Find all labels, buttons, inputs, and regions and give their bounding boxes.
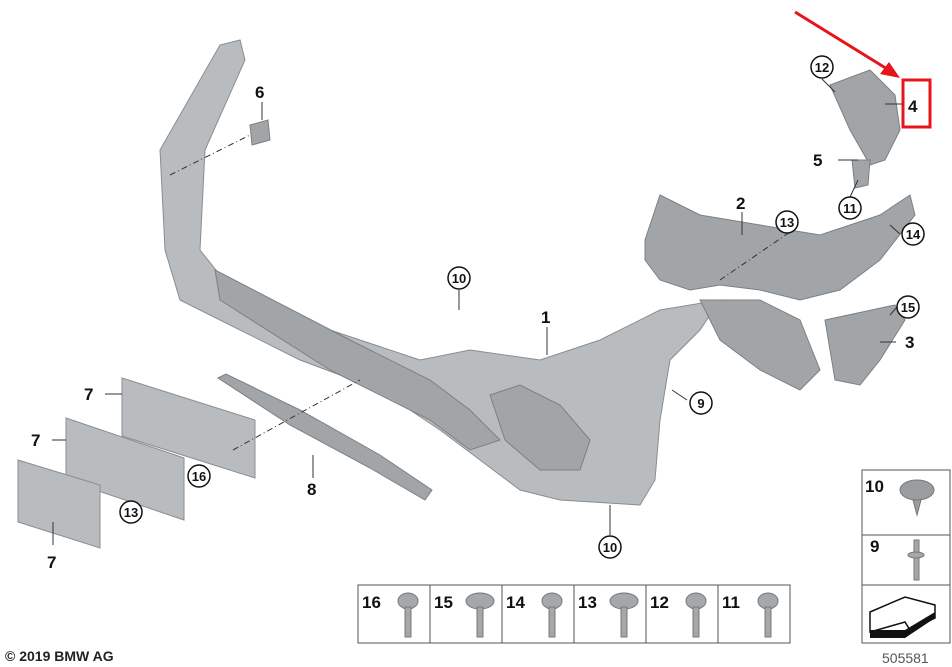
- hardware-table: 16 15 14 13 12 11 10 9: [357, 469, 951, 644]
- label-part-6: 6: [255, 83, 264, 102]
- self-tapping-screw-icon: [757, 592, 779, 638]
- svg-text:15: 15: [901, 300, 915, 315]
- plastic-rivet-icon: [899, 479, 935, 517]
- hardware-label-13: 13: [578, 593, 597, 612]
- torx-screw-icon: [685, 592, 707, 638]
- hardware-cell[interactable]: [645, 584, 719, 644]
- bumper-carrier[interactable]: [644, 194, 916, 301]
- spring-nut-icon: [609, 592, 639, 638]
- red-arrow-icon: [880, 62, 900, 78]
- label-part-7: 7: [31, 431, 40, 450]
- trim-strip[interactable]: [216, 373, 433, 501]
- svg-text:11: 11: [843, 201, 857, 216]
- svg-text:12: 12: [815, 60, 829, 75]
- hardware-cell[interactable]: [717, 584, 791, 644]
- hardware-label-16: 16: [362, 593, 381, 612]
- copyright: © 2019 BMW AG: [5, 648, 114, 664]
- callout-13: 13: [119, 500, 143, 524]
- screw-icon: [397, 592, 419, 638]
- svg-text:14: 14: [906, 227, 921, 242]
- label-part-5: 5: [813, 151, 822, 170]
- label-part-7: 7: [84, 385, 93, 404]
- label-part-3: 3: [905, 333, 914, 352]
- hardware-label-9: 9: [870, 537, 879, 556]
- hardware-cell[interactable]: [429, 584, 503, 644]
- direction-arrow-icon: [869, 596, 936, 638]
- clip-nut-icon: [465, 592, 495, 638]
- svg-text:10: 10: [452, 271, 466, 286]
- hex-bolt-icon: [541, 592, 563, 638]
- callout-10: 10: [598, 535, 622, 559]
- license-plate-base-1[interactable]: [121, 377, 256, 479]
- diagram-number: 505581: [882, 650, 929, 666]
- hardware-label-15: 15: [434, 593, 453, 612]
- svg-text:13: 13: [780, 215, 794, 230]
- callout-14: 14: [901, 222, 925, 246]
- svg-text:13: 13: [124, 505, 138, 520]
- label-part-7: 7: [47, 553, 56, 572]
- air-duct-grille[interactable]: [829, 69, 901, 166]
- callout-15: 15: [896, 295, 920, 319]
- license-plate-base-2[interactable]: [65, 417, 185, 521]
- hardware-label-10: 10: [865, 477, 884, 496]
- license-plate-base-3[interactable]: [17, 459, 101, 549]
- hardware-label-11: 11: [722, 593, 740, 612]
- callout-16: 16: [187, 464, 211, 488]
- label-part-8: 8: [307, 480, 316, 499]
- callout-12: 12: [810, 55, 834, 79]
- hardware-label-12: 12: [650, 593, 669, 612]
- hardware-cell[interactable]: [357, 584, 431, 644]
- label-part-4: 4: [908, 97, 918, 116]
- svg-text:10: 10: [603, 540, 617, 555]
- expanding-rivet-icon: [907, 539, 925, 581]
- svg-text:9: 9: [697, 396, 704, 411]
- callout-13: 13: [775, 210, 799, 234]
- hardware-cell[interactable]: [501, 584, 575, 644]
- label-part-2: 2: [736, 194, 745, 213]
- hardware-label-14: 14: [506, 593, 525, 612]
- callout-11: 11: [838, 196, 862, 220]
- hardware-cell[interactable]: [573, 584, 647, 644]
- label-part-1: 1: [541, 308, 550, 327]
- callout-9: 9: [689, 391, 713, 415]
- callout-10: 10: [447, 266, 471, 290]
- svg-text:16: 16: [192, 469, 206, 484]
